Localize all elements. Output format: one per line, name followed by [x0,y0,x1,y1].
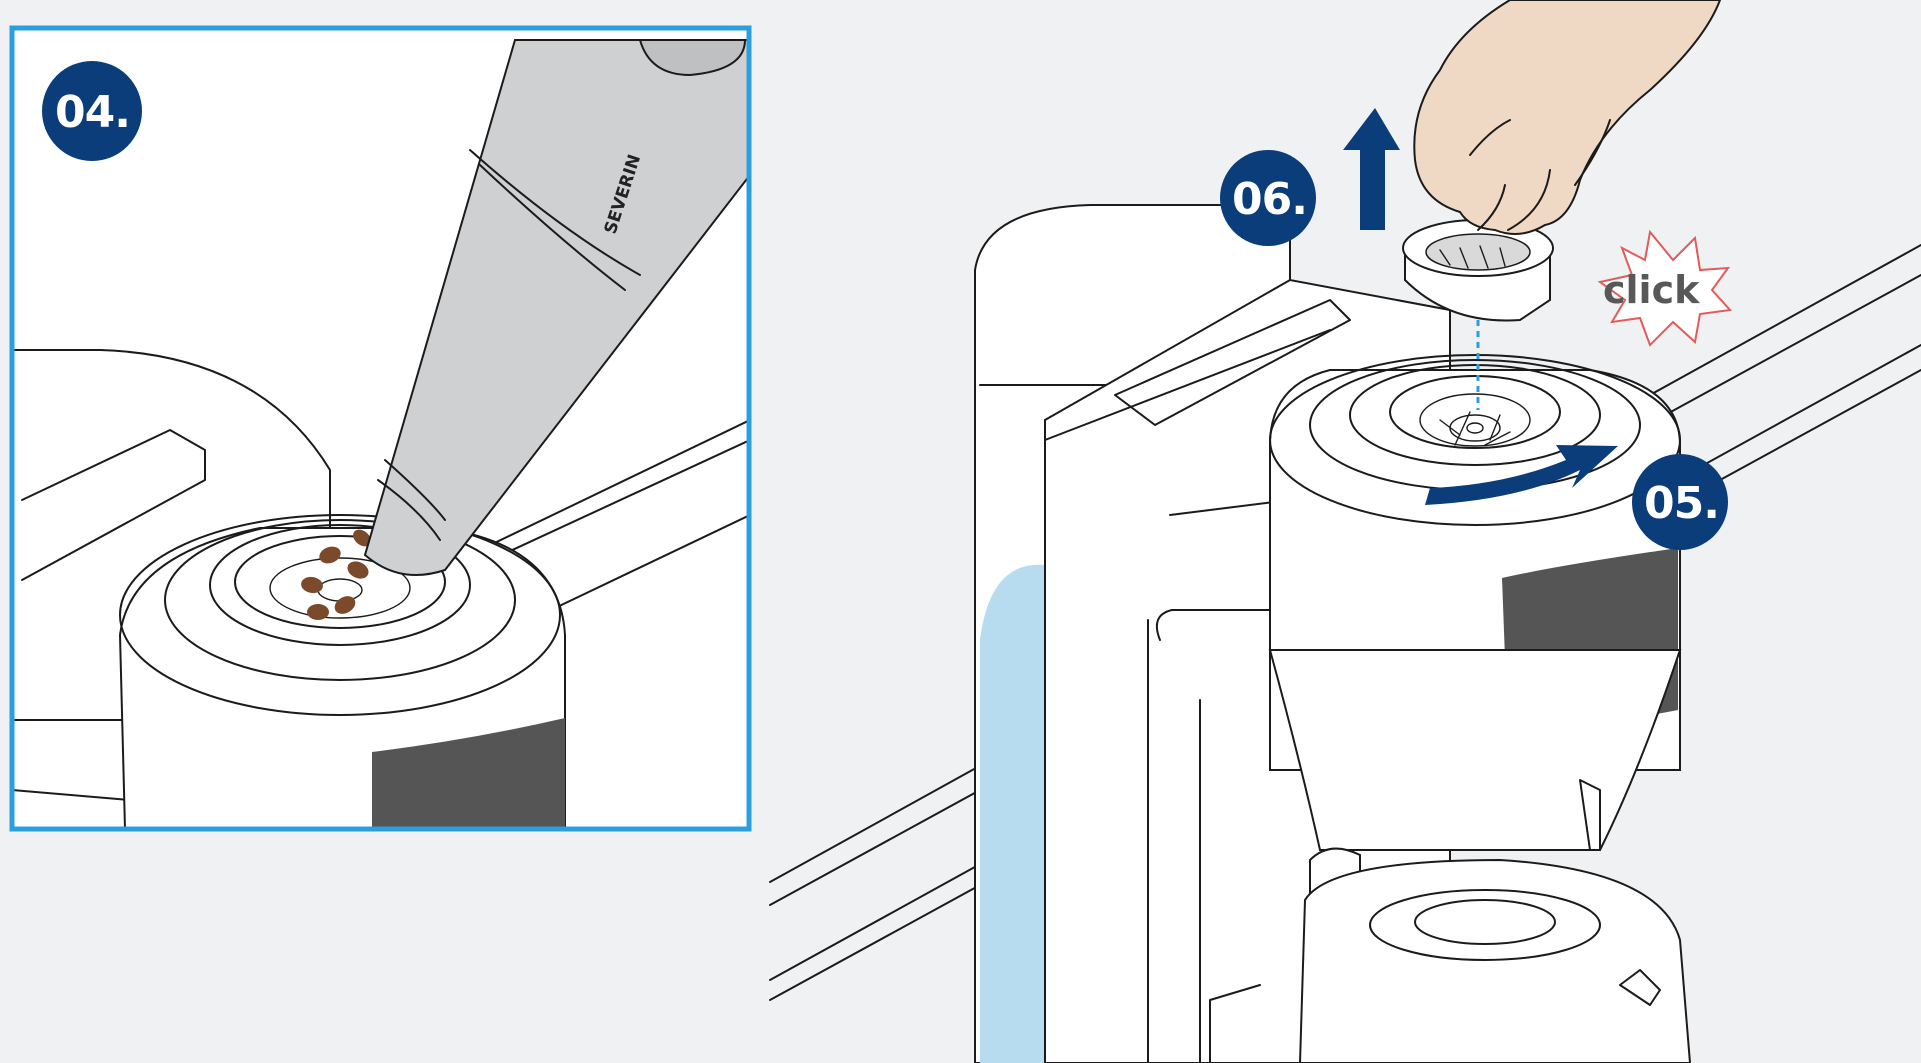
step-04-badge: 04. [42,61,142,161]
step-04-label: 04. [55,87,130,138]
step-06-badge: 06. [1220,150,1316,246]
machine-scene: click 06. 05. [770,0,1921,1063]
step-04-panel: SEVERIN 04. [12,28,750,829]
step-06-label: 06. [1232,174,1307,225]
water-level [980,565,1045,1063]
click-burst: click [1600,232,1730,345]
step-05-badge: 05. [1632,454,1728,550]
step-05-label: 05. [1644,478,1719,529]
click-label: click [1603,268,1700,312]
lift-up-arrow [1343,108,1400,230]
hand [1414,0,1720,234]
grinder-tower [1270,355,1680,850]
